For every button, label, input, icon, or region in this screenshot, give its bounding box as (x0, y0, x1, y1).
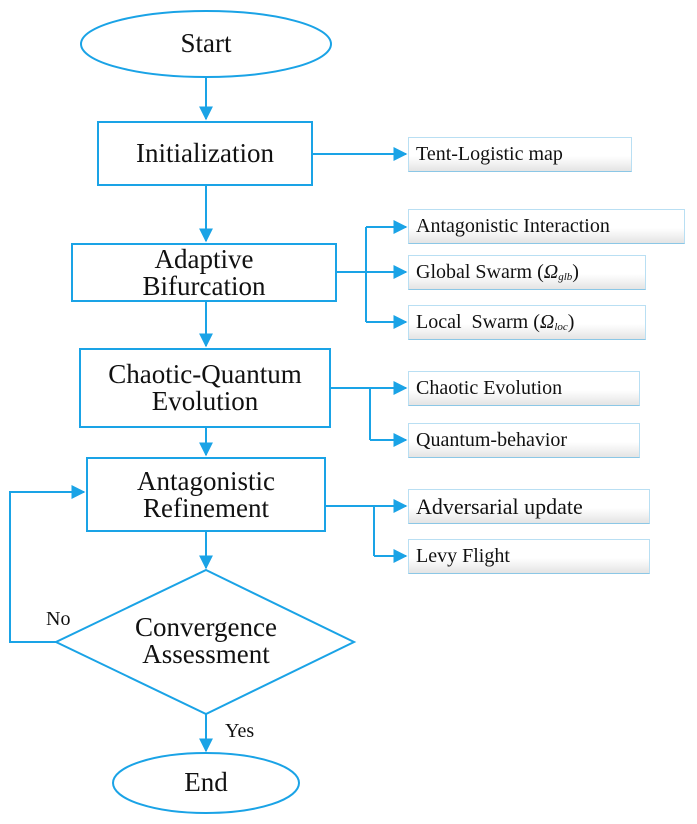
adaptive-bifurcation-label-line1: Adaptive (154, 243, 254, 274)
antagonistic-interaction-label: Antagonistic Interaction (416, 215, 610, 237)
levy-flight-label: Levy Flight (416, 545, 510, 567)
quantum-behavior-box: Quantum-behavior (408, 423, 640, 458)
end-oval (112, 752, 300, 814)
global-swarm-box: Global Swarm (Ωglb) (408, 255, 646, 290)
subscript-loc: loc (554, 321, 568, 333)
subscript-glb: glb (558, 271, 573, 283)
global-swarm-text: Global Swarm ( (416, 261, 544, 283)
local-swarm-label: Local Swarm (Ωloc) (416, 311, 574, 334)
antagonistic-refinement-label-line2: Refinement (143, 492, 269, 523)
chaotic-evolution-label: Chaotic Evolution (416, 377, 563, 399)
no-label: No (46, 608, 71, 630)
omega-symbol-glb: Ω (543, 261, 559, 283)
global-swarm-close: ) (572, 261, 579, 283)
initialization-box: Initialization (97, 121, 313, 186)
convergence-assessment-label: Convergence Assessment (96, 614, 316, 668)
local-swarm-box: Local Swarm (Ωloc) (408, 305, 646, 340)
local-swarm-text: Local Swarm ( (416, 311, 540, 333)
adversarial-update-box: Adversarial update (408, 489, 650, 524)
levy-flight-box: Levy Flight (408, 539, 650, 574)
tent-logistic-map-label: Tent-Logistic map (416, 143, 563, 165)
antagonistic-refinement-label-line1: Antagonistic (137, 465, 275, 496)
chaotic-quantum-evolution-label-line1: Chaotic-Quantum (108, 359, 302, 389)
arrow-no-loop (9, 485, 86, 643)
adaptive-bifurcation-label-line2: Bifurcation (142, 270, 266, 301)
chaotic-evolution-box: Chaotic Evolution (408, 371, 640, 406)
antagonistic-interaction-box: Antagonistic Interaction (408, 209, 685, 244)
tent-logistic-map-box: Tent-Logistic map (408, 137, 632, 172)
adversarial-update-label: Adversarial update (416, 493, 583, 519)
chaotic-quantum-evolution-box: Chaotic-Quantum Evolution (79, 348, 331, 428)
chaotic-quantum-evolution-label-line2: Evolution (151, 386, 259, 416)
yes-label: Yes (225, 720, 255, 742)
adaptive-bifurcation-box: Adaptive Bifurcation (71, 243, 337, 302)
start-label: Start (180, 28, 232, 58)
initialization-label: Initialization (136, 138, 274, 168)
antagonistic-refinement-box: Antagonistic Refinement (86, 457, 326, 532)
local-swarm-close: ) (567, 311, 575, 333)
convergence-assessment-label-line2: Assessment (142, 639, 270, 669)
global-swarm-label: Global Swarm (Ωglb) (416, 261, 579, 284)
end-label: End (184, 767, 228, 797)
convergence-assessment-label-line1: Convergence (135, 612, 277, 642)
omega-symbol-loc: Ω (539, 311, 555, 333)
quantum-behavior-label: Quantum-behavior (416, 429, 568, 451)
